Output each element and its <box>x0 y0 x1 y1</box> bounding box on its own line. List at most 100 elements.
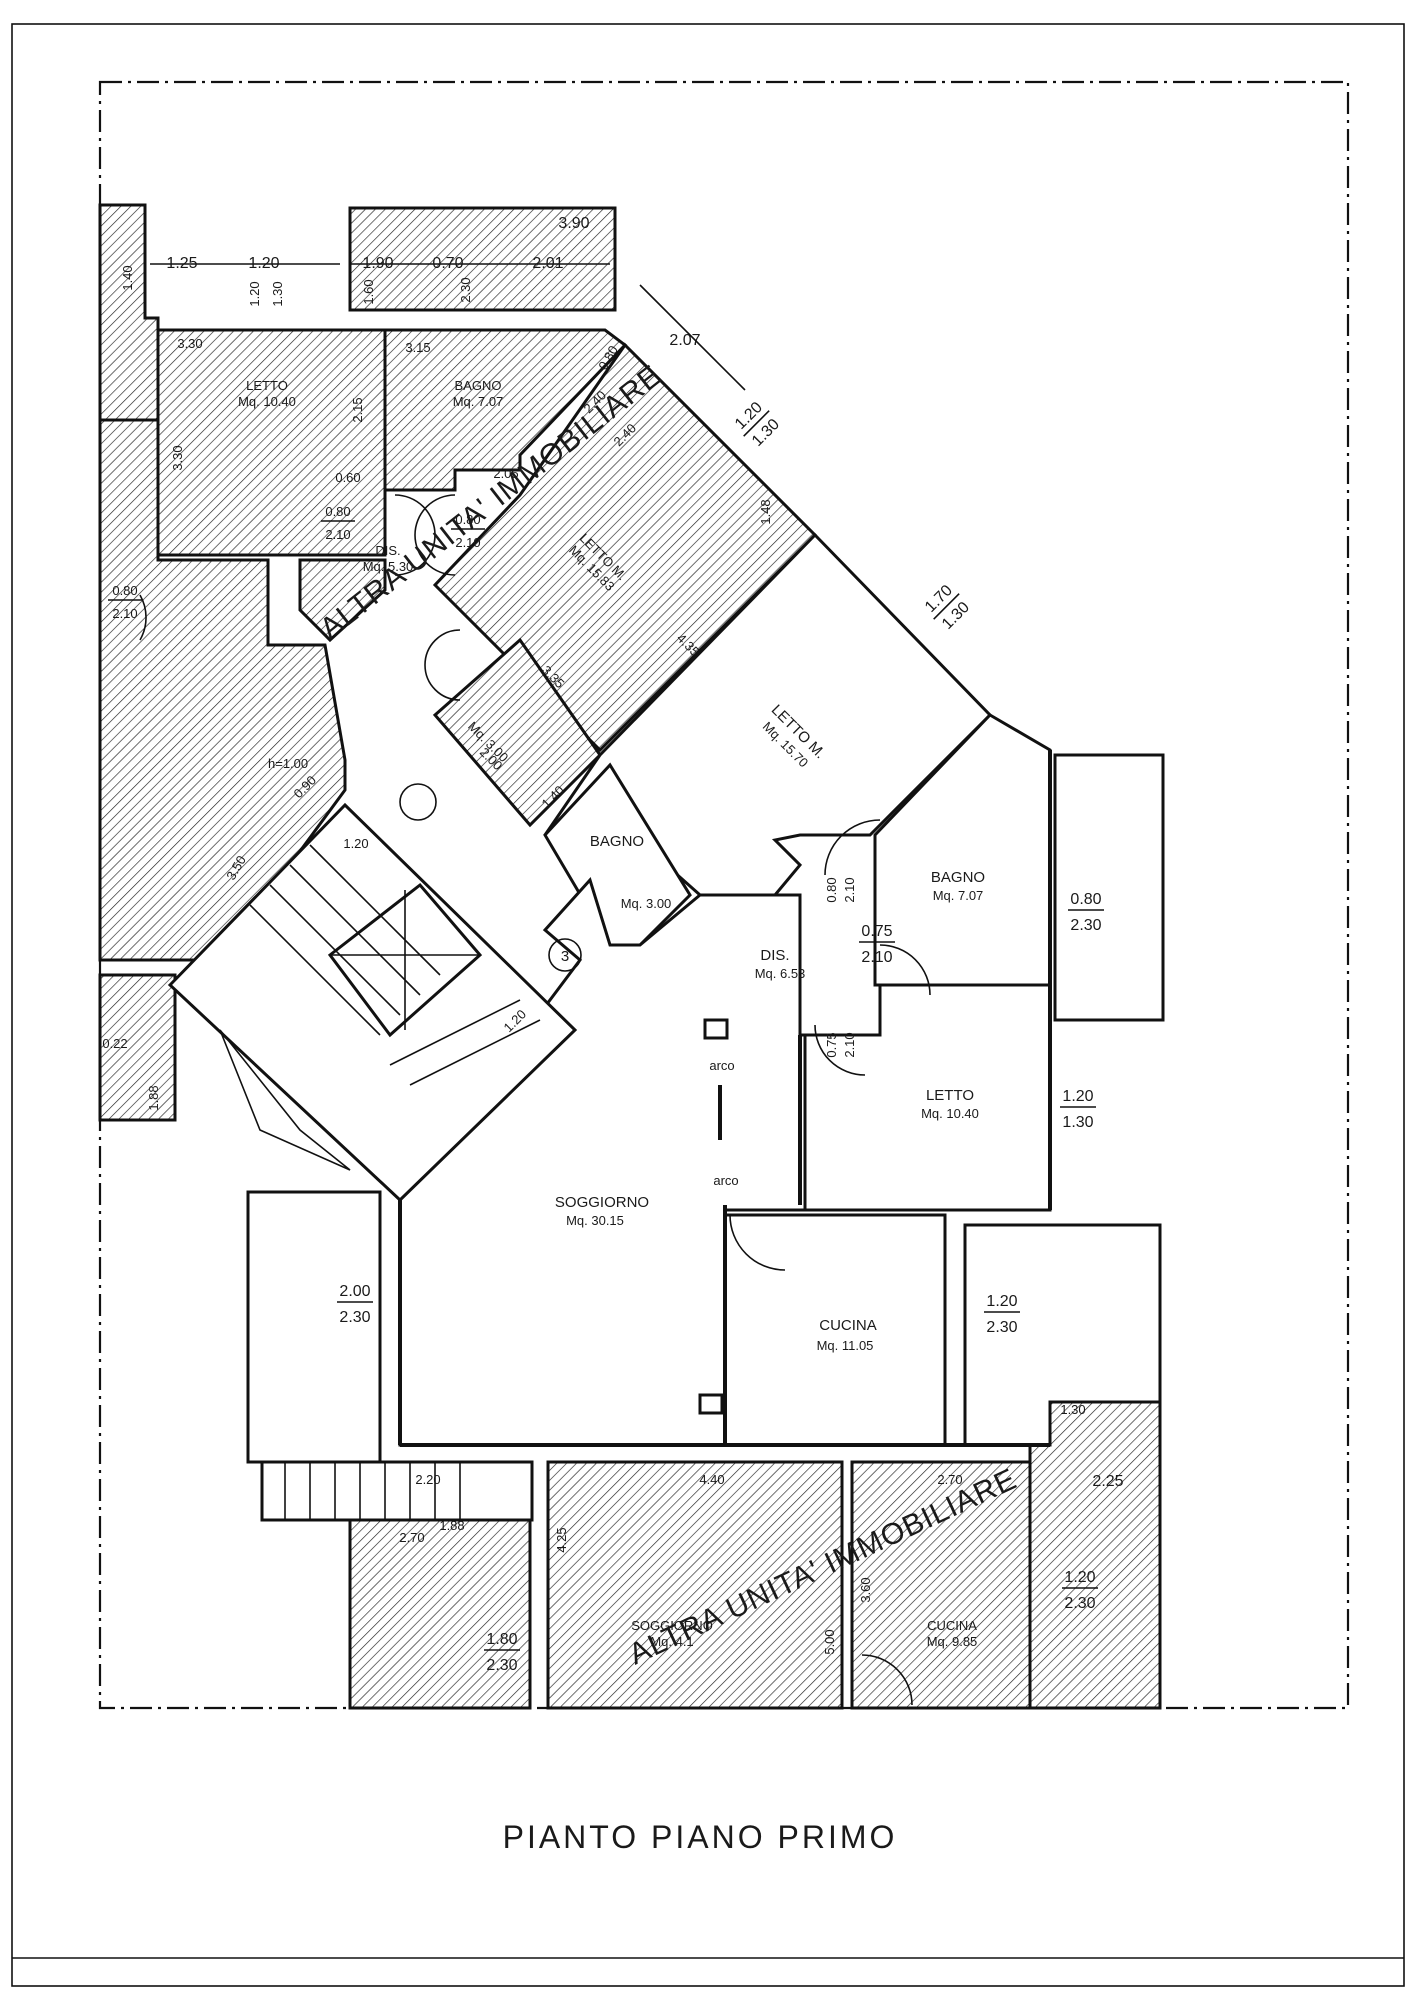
other-unit-top <box>98 203 818 1122</box>
room-area-bagno: Mq. 7.07 <box>933 888 984 903</box>
other-unit-left-wall <box>98 203 160 422</box>
balcony-right <box>1053 753 1165 1022</box>
dim-1-25: 1.25 <box>166 255 197 272</box>
other-dis-area: Mq. 5.30 <box>363 559 414 574</box>
other-cucina-area: Mq. 9.85 <box>927 1634 978 1649</box>
door-swing-other-bagno <box>394 494 436 576</box>
door-swing-other-cucina <box>861 1654 913 1706</box>
sheet-frame <box>11 23 1405 1987</box>
window-bottom-left-top: 1.80 <box>486 1631 517 1648</box>
window-left-top: 2.00 <box>339 1283 370 1300</box>
window-bottom-left: 1.80 2.30 <box>484 1631 520 1674</box>
other-dis-name: DIS. <box>375 543 400 558</box>
door-other-dis-b-top: 0.80 <box>455 512 480 527</box>
dim-1-88b: 1.88 <box>439 1518 464 1533</box>
dim-line-2-07 <box>639 284 746 391</box>
interior-walls <box>398 750 1052 1447</box>
dim-1-60: 1.60 <box>361 279 376 304</box>
dim-1-20c: 1.20 <box>343 836 368 851</box>
door-other-dis-b-bottom: 2.10 <box>455 535 480 550</box>
h-label: h=1.00 <box>268 756 308 771</box>
door-other-dis-a-top: 0.80 <box>325 504 350 519</box>
other-balcony-hatched <box>1028 1400 1162 1710</box>
window-bottom-right: 1.20 2.30 <box>1062 1569 1098 1612</box>
door-dis: 0.75 2.10 <box>859 923 895 966</box>
window-diag-2: 1.20 1.30 <box>732 399 783 450</box>
door-bagno-vertical: 0.80 2.10 <box>824 877 857 902</box>
balcony-left <box>246 1190 382 1464</box>
door-dis-bottom: 2.10 <box>861 949 892 966</box>
door-other-dis-a: 0.80 2.10 <box>321 504 355 542</box>
dim-3-15: 3.15 <box>405 340 430 355</box>
door-swing-dis <box>879 944 931 996</box>
dim-2-15: 2.15 <box>350 397 365 422</box>
dim-0-22: 0.22 <box>102 1036 127 1051</box>
room-name-bagno: BAGNO <box>931 869 985 886</box>
main-unit <box>167 532 1165 1464</box>
door-labels: 0.75 2.10 0.80 2.10 0.75 2.10 0.80 2.10 … <box>108 504 895 1058</box>
dim-1-48: 1.48 <box>758 499 773 524</box>
door-bagno-top: 0.80 <box>824 877 839 902</box>
window-kitchen-bottom: 2.30 <box>986 1319 1017 1336</box>
window-right-1-bottom: 2.30 <box>1070 917 1101 934</box>
dim-5-00: 5.00 <box>822 1629 837 1654</box>
arco-label-1: arco <box>709 1058 734 1073</box>
window-right-2-bottom: 1.30 <box>1062 1114 1093 1131</box>
dim-3-30a: 3.30 <box>177 336 202 351</box>
room-name-soggiorno: SOGGIORNO <box>555 1194 649 1211</box>
other-small-hatched <box>98 973 177 1122</box>
dim-2-05: 2.05 <box>493 466 518 481</box>
window-right-1-top: 0.80 <box>1070 891 1101 908</box>
door-other-left-bottom: 2.10 <box>112 606 137 621</box>
dim-4-40: 4.40 <box>699 1472 724 1487</box>
door-bagno-bottom: 2.10 <box>842 877 857 902</box>
window-bottom-left-bottom: 2.30 <box>486 1657 517 1674</box>
stair-number-circle <box>548 938 582 972</box>
room-area-cucina: Mq. 11.05 <box>817 1338 874 1353</box>
door-swing-other-letto <box>414 494 456 576</box>
dim-2-20: 2.20 <box>415 1472 440 1487</box>
dim-1-30c: 1.30 <box>1060 1402 1085 1417</box>
dim-2-70b: 2.70 <box>399 1530 424 1545</box>
room-area-dis: Mq. 6.53 <box>755 966 806 981</box>
other-living-hatched <box>98 418 347 962</box>
door-swings <box>139 494 931 1706</box>
window-right-2-top: 1.20 <box>1062 1088 1093 1105</box>
door-swing-cucina <box>729 1214 786 1271</box>
door-swing-other-wc <box>424 629 461 701</box>
room-name-letto: LETTO <box>926 1087 974 1104</box>
dim-1-20b: 1.20 <box>247 281 262 306</box>
window-bottom-right-top: 1.20 <box>1064 1569 1095 1586</box>
dim-2-01: 2.01 <box>532 255 563 272</box>
door-other-left-top: 0.80 <box>112 583 137 598</box>
dim-0-70: 0.70 <box>432 255 463 272</box>
drawing-title: PIANTO PIANO PRIMO <box>503 1819 898 1855</box>
dim-3-90: 3.90 <box>558 215 589 232</box>
stair-treads <box>249 844 541 1086</box>
pillar-1 <box>703 1018 729 1040</box>
column-circle <box>399 783 437 821</box>
room-name-dis: DIS. <box>760 947 789 964</box>
window-right-2: 1.20 1.30 <box>1060 1088 1096 1131</box>
arco-label-2: arco <box>713 1173 738 1188</box>
other-unit-bottom <box>260 1400 1162 1710</box>
other-bagno-name: BAGNO <box>455 378 502 393</box>
exterior-stair <box>260 1460 534 1522</box>
dim-3-60: 3.60 <box>858 1577 873 1602</box>
dim-4-25: 4.25 <box>554 1527 569 1552</box>
door-dis-top: 0.75 <box>861 923 892 940</box>
window-bottom-right-bottom: 2.30 <box>1064 1595 1095 1612</box>
other-bagno-area: Mq. 7.07 <box>453 394 504 409</box>
door-letto-top: 0.75 <box>824 1032 839 1057</box>
dim-2-07: 2.07 <box>669 332 700 349</box>
other-soggiorno-name: SOGGIORNO <box>631 1618 713 1633</box>
window-left: 2.00 2.30 <box>337 1283 373 1326</box>
door-other-dis-b: 0.80 2.10 <box>451 512 485 550</box>
door-swing-bagno <box>824 819 881 876</box>
stair-number: 3 <box>561 948 569 965</box>
window-right-1: 0.80 2.30 <box>1068 891 1104 934</box>
dim-1-90: 1.90 <box>362 255 393 272</box>
window-left-bottom: 2.30 <box>339 1309 370 1326</box>
dim-1-30a: 1.30 <box>270 281 285 306</box>
